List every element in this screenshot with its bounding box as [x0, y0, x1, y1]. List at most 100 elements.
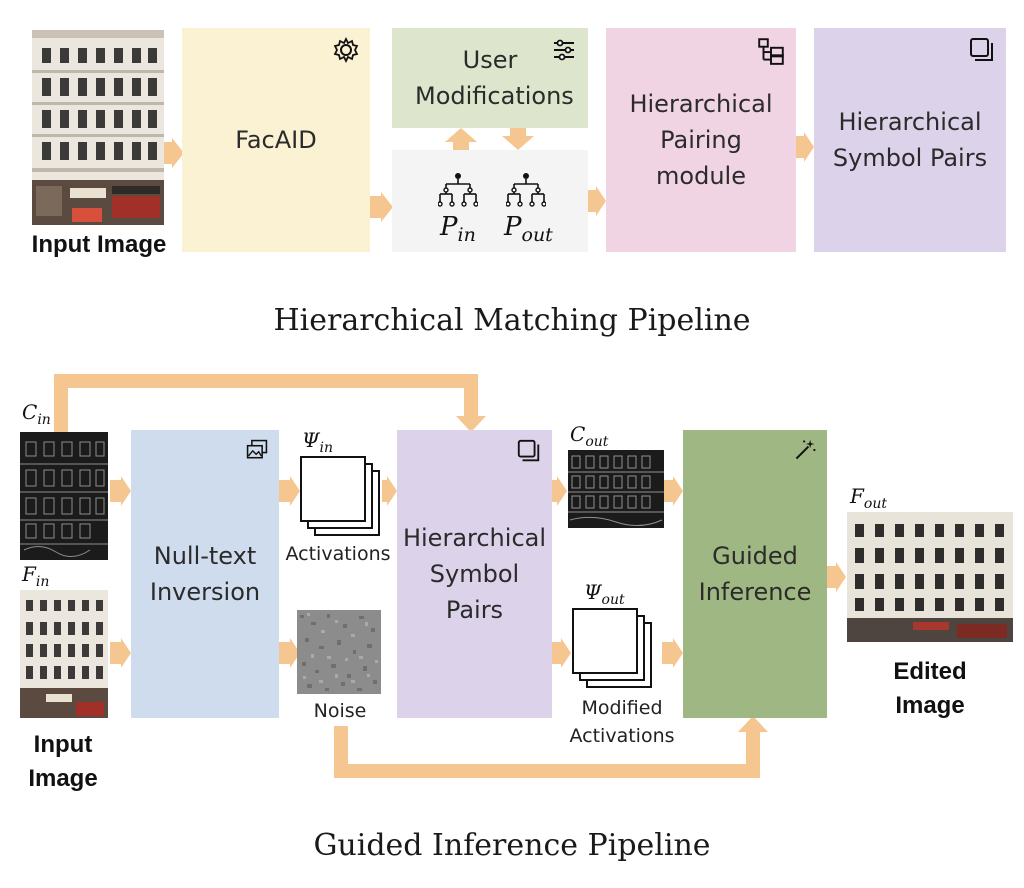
arrow-input-to-facaid — [164, 142, 172, 164]
pairing-module-label: Hierarchical Pairing module — [629, 90, 773, 190]
edge-map-graphic — [568, 455, 664, 526]
f-out-symbol: Fout — [850, 484, 887, 512]
building-facade-graphic — [847, 512, 1013, 642]
arrow-head — [738, 716, 768, 732]
edge-map-graphic — [20, 441, 108, 557]
c-out-sub: out — [585, 434, 609, 450]
p-in-symbol: Pin — [440, 212, 476, 246]
noise-label: Noise — [313, 700, 367, 722]
psi-out-base: Ψ — [584, 580, 602, 604]
arrow-facaid-to-symbols — [370, 196, 382, 218]
arrow-pairing-to-pairs — [796, 136, 804, 158]
activation-layer — [572, 608, 638, 674]
stacked-squares-icon — [517, 439, 540, 462]
p-in-base: P — [440, 212, 458, 242]
arrow-head — [121, 476, 131, 506]
modified-activations-stack — [572, 608, 662, 692]
f-in-symbol: Fin — [22, 562, 49, 590]
arrow-symbols-to-usermods — [445, 128, 477, 142]
gear-icon — [333, 36, 359, 64]
arrow-guided-to-edited — [827, 566, 837, 588]
top-symbol-pairs-box: Hierarchical Symbol Pairs — [814, 28, 1006, 252]
p-out-symbol: Pout — [504, 212, 553, 246]
arrow-head — [561, 638, 571, 668]
input-image-bottom — [20, 590, 108, 718]
activations-stack — [300, 456, 390, 540]
arrow-head — [387, 476, 397, 506]
facaid-box: FacAID — [182, 28, 370, 252]
psi-out-sub: out — [601, 592, 625, 608]
arrow-activations-to-pairs — [382, 480, 388, 502]
f-in-sub: in — [35, 574, 50, 590]
noise-image — [297, 610, 381, 694]
arrow-cout-to-guided — [664, 480, 674, 502]
modified-activations-label: Modified Activations — [569, 697, 675, 747]
arrow-head — [121, 638, 131, 668]
building-facade-graphic — [20, 590, 108, 718]
noise-graphic — [297, 610, 381, 694]
arrow-pairs-to-cout — [552, 480, 558, 502]
bottom-symbol-pairs-label: Hierarchical Symbol Pairs — [402, 524, 547, 624]
images-icon — [246, 439, 268, 459]
top-caption: Hierarchical Matching Pipeline — [273, 303, 751, 338]
arrow-head — [804, 132, 814, 162]
psi-out-symbol: Ψout — [584, 580, 625, 608]
f-in-base: F — [22, 562, 36, 586]
arrow-body — [453, 142, 469, 150]
c-in-sub: in — [37, 412, 51, 428]
p-out-base: P — [504, 212, 522, 242]
building-facade-graphic — [32, 30, 164, 225]
arrow-head — [557, 476, 567, 506]
bottom-input-image-label: Input Image — [28, 731, 98, 792]
arrow-head — [673, 638, 683, 668]
null-text-inversion-box: Null-text Inversion — [131, 430, 279, 718]
arrow-fin-to-nulltext — [110, 642, 122, 664]
tree-diagram-icon — [438, 173, 478, 207]
p-in-sub: in — [457, 224, 476, 247]
arrow-nulltext-to-activations — [279, 480, 291, 502]
edge-map-input-image — [20, 432, 108, 560]
c-in-base: C — [22, 400, 38, 424]
arrow-cin-to-nulltext — [110, 480, 122, 502]
stacked-squares-icon — [970, 38, 993, 61]
c-out-base: C — [570, 422, 586, 446]
tree-folder-icon — [758, 38, 784, 65]
arrow-cin-loop-top — [54, 374, 478, 388]
bottom-symbol-pairs-box: Hierarchical Symbol Pairs — [397, 430, 552, 718]
input-image — [32, 30, 164, 225]
edited-image — [847, 512, 1013, 642]
c-in-symbol: Cin — [22, 400, 51, 428]
arrow-head — [836, 562, 846, 592]
c-out-symbol: Cout — [570, 422, 608, 450]
arrow-psiout-to-guided — [662, 642, 674, 664]
arrow-cin-loop — [54, 374, 68, 432]
arrow-head — [673, 476, 683, 506]
user-modifications-label: User Modifications — [415, 46, 574, 110]
magic-wand-icon — [795, 439, 816, 460]
user-modifications-box: User Modifications — [392, 28, 588, 128]
bottom-caption: Guided Inference Pipeline — [313, 828, 711, 863]
top-input-image-label: Input Image — [31, 231, 167, 258]
p-out-sub: out — [521, 224, 553, 247]
arrow-usermods-to-symbols — [510, 128, 526, 136]
psi-in-symbol: Ψin — [302, 428, 333, 456]
f-out-sub: out — [863, 496, 887, 512]
arrow-symbols-to-pairing — [588, 190, 596, 212]
arrow-head — [290, 638, 300, 668]
arrow-head — [381, 192, 393, 222]
pairing-module-box: Hierarchical Pairing module — [606, 28, 796, 252]
activation-layer — [300, 456, 366, 522]
symbols-panel: Pin Pout — [392, 150, 588, 252]
arrow-head — [456, 416, 486, 432]
psi-in-sub: in — [319, 440, 334, 456]
guided-inference-box: Guided Inference — [683, 430, 827, 718]
activations-label: Activations — [285, 543, 391, 565]
edited-image-label: Edited Image — [893, 658, 967, 719]
arrow-head — [290, 476, 300, 506]
arrow-nulltext-to-noise — [279, 642, 291, 664]
psi-in-base: Ψ — [302, 428, 320, 452]
arrow-noise-loop-up — [746, 732, 760, 778]
arrow-head — [502, 136, 534, 150]
edge-map-output-image — [568, 450, 664, 528]
guided-inference-label: Guided Inference — [698, 542, 812, 606]
